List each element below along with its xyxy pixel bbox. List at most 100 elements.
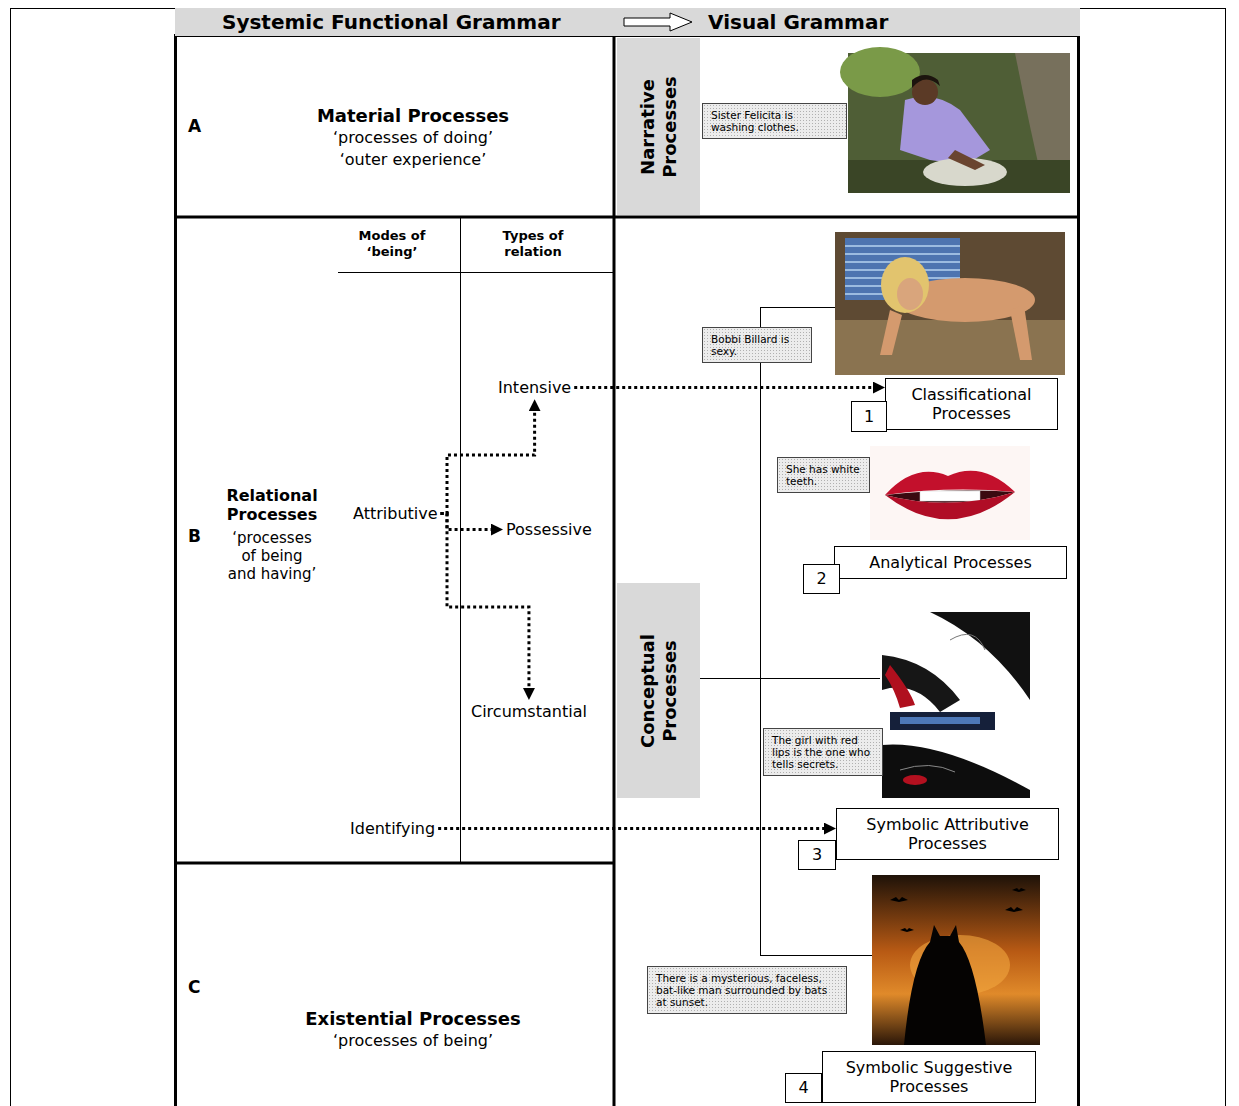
- cell-text: C: [188, 977, 200, 997]
- title-stripe: [900, 717, 980, 724]
- callout-text: The girl with red lips is the one who te…: [772, 734, 874, 770]
- page-frame: [11, 9, 1226, 1106]
- process-box: Classificational Processes: [885, 378, 1058, 430]
- term-text: Circumstantial: [471, 702, 587, 721]
- photo-ground: [870, 446, 1030, 540]
- process-type-label: Conceptual Processes: [617, 583, 700, 798]
- term-text: Intensive: [498, 378, 571, 397]
- relation-term: Identifying: [347, 817, 438, 840]
- transition-arrow: [622, 12, 694, 32]
- process-box: Analytical Processes: [834, 546, 1067, 579]
- callout-number: 1: [851, 401, 887, 432]
- cell-text: B: [188, 526, 201, 546]
- relation-term: Circumstantial: [468, 700, 590, 723]
- caption-callout: There is a mysterious, faceless, bat-lik…: [647, 966, 847, 1014]
- bat: [1005, 907, 1023, 912]
- figure-hair: [881, 257, 929, 313]
- number-text: 4: [798, 1078, 808, 1097]
- process-text: Symbolic Attributive Processes: [845, 815, 1050, 853]
- batman-poster: [872, 875, 1040, 1045]
- secrets-cover: [882, 612, 1030, 798]
- sunset-sky: [872, 875, 1040, 1045]
- row-divider: [175, 216, 1078, 219]
- cell-text: Types of relation: [493, 228, 573, 259]
- figure-face: [897, 278, 923, 310]
- row-divider: [175, 862, 614, 865]
- term-text: Attributive: [353, 504, 438, 523]
- relation-term: Intensive: [495, 376, 574, 399]
- sub-header-rule: [338, 272, 614, 273]
- table-grid: [175, 35, 1079, 1106]
- dotted-arrow: [438, 827, 824, 830]
- table-border: [176, 36, 1079, 1106]
- tree-trunk: [760, 307, 761, 955]
- lips-photo: [870, 446, 1030, 540]
- caption-callout: She has white teeth.: [777, 457, 870, 493]
- cell-text: Material Processes: [317, 105, 509, 127]
- cell-text: Existential Processes: [305, 1008, 520, 1030]
- grammar-cell: C Existential Processes‘processes of bein…: [176, 864, 613, 1106]
- callout-text: She has white teeth.: [786, 463, 861, 487]
- caped-figure: [904, 925, 986, 1045]
- tree-branch: [760, 307, 835, 308]
- number-text: 2: [816, 569, 826, 588]
- caption-callout: Sister Felicita is washing clothes.: [702, 103, 847, 139]
- grammar-cell: AMaterial Processes‘processes of doing’‘…: [176, 36, 613, 216]
- hollow-arrow: [624, 13, 692, 31]
- label-text: Conceptual Processes: [637, 606, 680, 776]
- grammar-cell: BRelational Processes‘processes of being…: [176, 218, 613, 862]
- tree-branch: [760, 955, 872, 956]
- bat: [1012, 888, 1026, 892]
- photo-ground: [882, 612, 1030, 798]
- cell-text: ‘processes of doing’: [333, 128, 493, 147]
- hair: [912, 75, 940, 88]
- figure-arm: [880, 310, 902, 355]
- arm: [948, 150, 985, 170]
- process-text: Symbolic Suggestive Processes: [831, 1058, 1027, 1096]
- hair: [882, 655, 960, 712]
- title-bar: [890, 712, 995, 730]
- cell-text: ‘processes of being’: [333, 1031, 493, 1050]
- process-box: Symbolic Attributive Processes: [836, 808, 1059, 860]
- number-text: 3: [812, 845, 822, 864]
- dotted-arrow: [574, 386, 873, 389]
- process-type-label: Narrative Processes: [617, 38, 700, 215]
- process-text: Classificational Processes: [894, 385, 1049, 423]
- bed: [835, 320, 1065, 375]
- bat: [890, 897, 908, 902]
- label-text: Narrative Processes: [637, 46, 680, 207]
- term-text: Identifying: [350, 819, 435, 838]
- lips: [885, 665, 915, 708]
- number-text: 1: [864, 407, 874, 426]
- face-line: [900, 765, 955, 772]
- header-text: Systemic Functional Grammar: [222, 10, 561, 34]
- callout-text: There is a mysterious, faceless, bat-lik…: [656, 972, 838, 1008]
- column-divider: [613, 35, 616, 1106]
- dotted-arrow: [441, 411, 535, 513]
- callout-number: 4: [785, 1073, 822, 1103]
- portrait-photo: [835, 232, 1065, 375]
- upper-lip: [885, 471, 1015, 495]
- lower-lip: [885, 492, 1015, 519]
- eye: [950, 634, 985, 650]
- callout-number: 2: [803, 564, 840, 594]
- caption-callout: The girl with red lips is the one who te…: [763, 728, 883, 776]
- callout-text: Sister Felicita is washing clothes.: [711, 109, 838, 133]
- foliage: [840, 47, 920, 97]
- header-text: Visual Grammar: [708, 10, 888, 34]
- figure-leg: [1010, 305, 1032, 360]
- dress: [900, 97, 990, 165]
- caption-callout: Bobbi Billard is sexy.: [702, 327, 812, 363]
- cell-text: Modes of ‘being’: [352, 228, 432, 259]
- washing-photo: [840, 47, 1070, 193]
- relation-term: Attributive: [350, 502, 441, 525]
- callout-text: Bobbi Billard is sexy.: [711, 333, 803, 357]
- tree-branch: [700, 678, 880, 679]
- term-text: Possessive: [506, 520, 592, 539]
- cell-text: ‘processes of being and having’: [226, 529, 318, 583]
- process-text: Analytical Processes: [843, 553, 1058, 572]
- hair: [882, 745, 1030, 798]
- lips: [903, 775, 927, 785]
- bat: [900, 928, 914, 932]
